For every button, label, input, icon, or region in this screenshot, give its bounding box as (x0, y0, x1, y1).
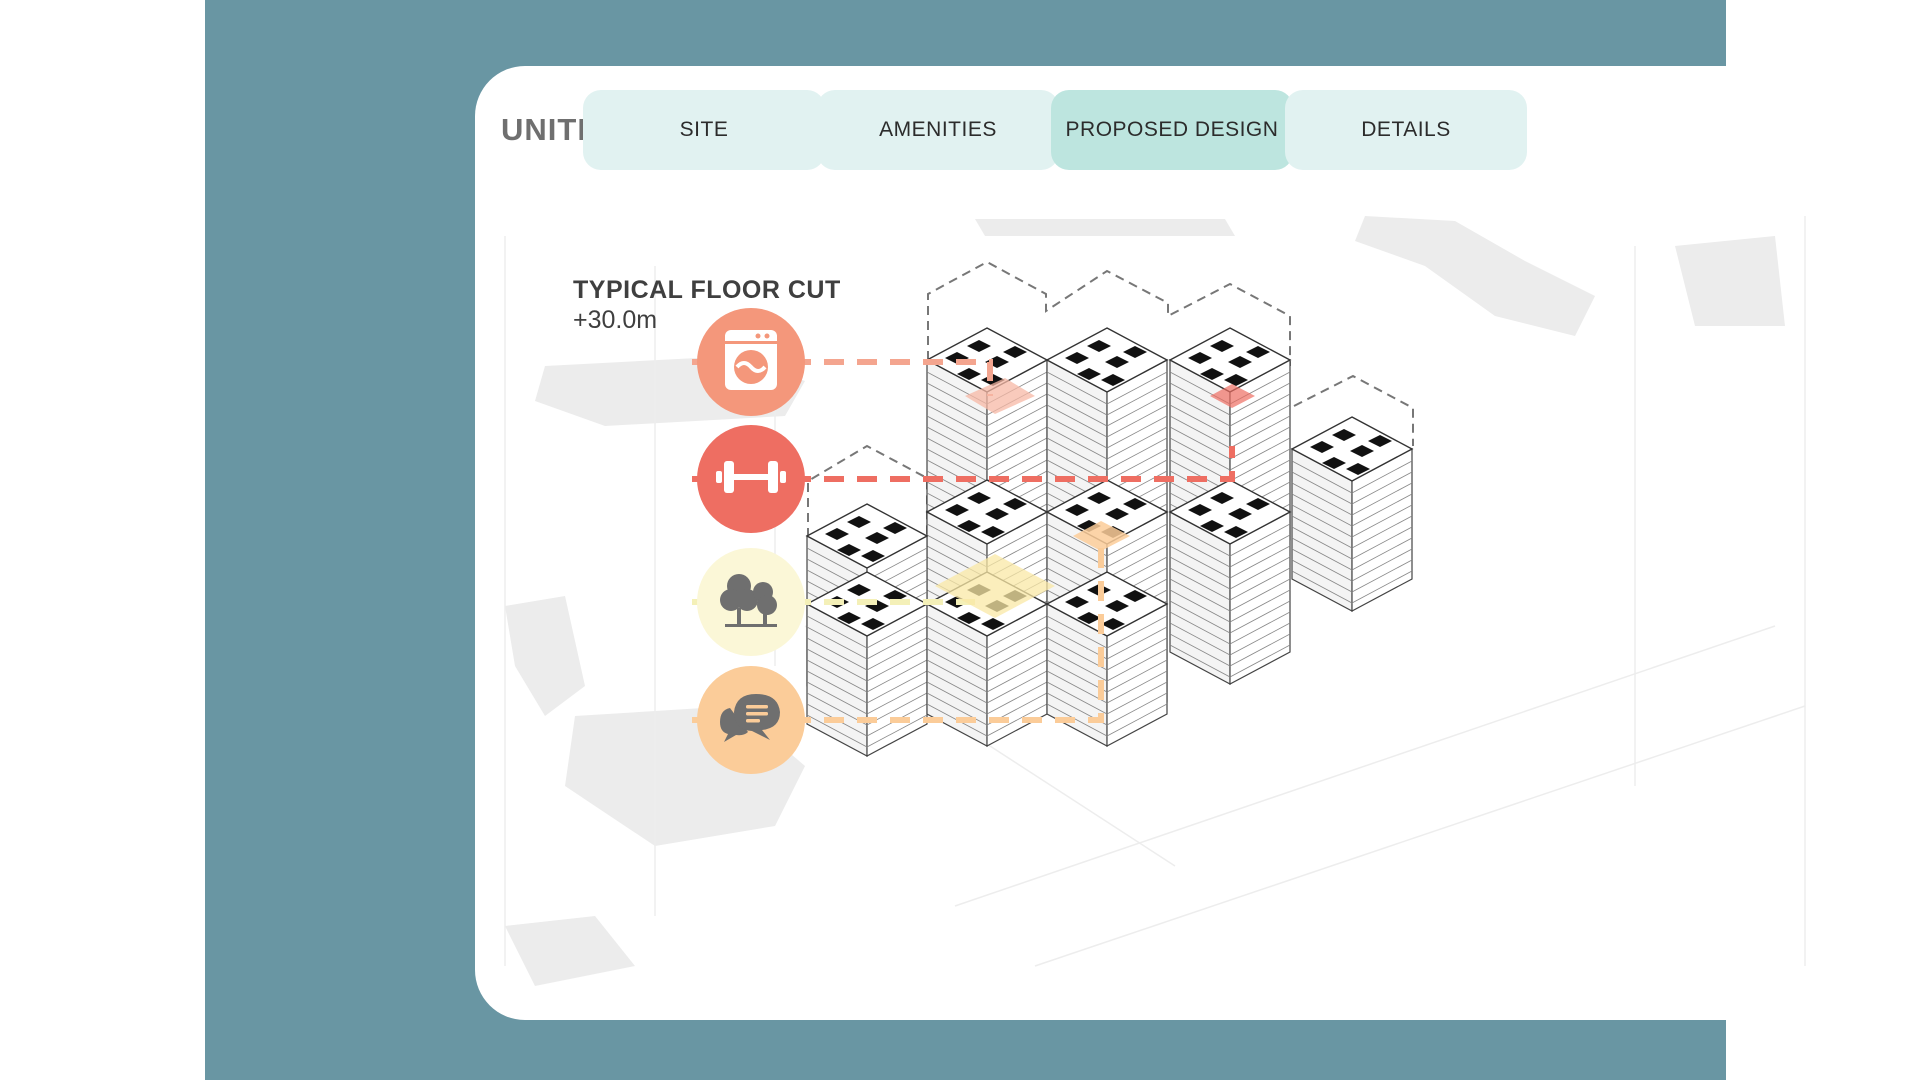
dumbbell-icon (716, 457, 786, 502)
buildings (805, 327, 1414, 757)
building-block (805, 571, 929, 757)
axonometric-drawing (504, 216, 1806, 986)
tab-details[interactable]: DETAILS (1285, 90, 1527, 170)
washing-machine-icon (723, 328, 779, 397)
community-link (692, 546, 1104, 723)
background-frame: UNITE SITE AMENITIES PROPOSED DESIGN DET… (205, 0, 1865, 1080)
tab-amenities[interactable]: AMENITIES (817, 90, 1059, 170)
building-block (1168, 479, 1292, 685)
trees-icon (719, 568, 783, 637)
floor-cut-level: +30.0m (573, 306, 658, 334)
amenity-laundry[interactable] (697, 308, 805, 416)
amenity-park[interactable] (697, 548, 805, 656)
building-block (1045, 571, 1169, 747)
floor-cut-title: TYPICAL FLOOR CUT (573, 276, 841, 304)
amenity-highlights (935, 378, 1255, 618)
tab-site[interactable]: SITE (583, 90, 825, 170)
brand-logo: UNITE (501, 112, 599, 147)
amenity-gym[interactable] (697, 425, 805, 533)
amenity-community[interactable] (697, 666, 805, 774)
gym-link (692, 446, 1235, 482)
chat-bubbles-icon (718, 690, 784, 751)
tab-proposed-design[interactable]: PROPOSED DESIGN (1051, 90, 1293, 170)
main-panel: UNITE SITE AMENITIES PROPOSED DESIGN DET… (475, 66, 1865, 1020)
building-block (1290, 416, 1414, 612)
